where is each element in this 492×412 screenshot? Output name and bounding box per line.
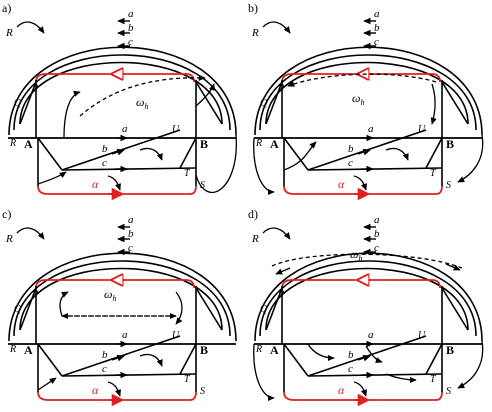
label-alpha: α (338, 177, 345, 191)
label-R-node: R (9, 138, 16, 149)
label-P: P (31, 83, 38, 94)
label-c-line: c (348, 363, 353, 375)
label-R-node: R (255, 344, 262, 355)
label-a-line: a (368, 329, 374, 341)
label-a-arc: a (128, 8, 134, 20)
label-b-line: b (102, 143, 108, 155)
label-T: T (430, 168, 437, 179)
panel-label: a) (2, 1, 11, 15)
label-alpha: α (92, 177, 99, 191)
label-P: P (277, 83, 284, 94)
label-omega-h: ωh (136, 95, 148, 111)
label-R-node: R (9, 344, 16, 355)
label-a-line: a (122, 123, 128, 135)
label-Q: Q (260, 304, 268, 315)
label-R: R (5, 27, 13, 39)
panel-label: b) (248, 1, 258, 15)
label-b-arc: b (128, 22, 134, 34)
label-omega-h: ωh (104, 287, 116, 303)
label-c-arc: c (374, 242, 379, 254)
label-a-line: a (122, 329, 128, 341)
label-U: U (172, 330, 180, 341)
label-b-line: b (348, 349, 354, 361)
label-R: R (251, 233, 259, 245)
label-Q: Q (14, 98, 22, 109)
label-omega-h: ωh (350, 247, 362, 263)
label-U: U (418, 330, 426, 341)
label-P: P (31, 289, 38, 300)
label-a-arc: a (128, 214, 134, 226)
label-S: S (446, 386, 451, 397)
label-omega-h: ωh (352, 91, 364, 107)
label-A: A (24, 137, 33, 151)
label-b-arc: b (128, 228, 134, 240)
label-R: R (251, 27, 259, 39)
label-U: U (418, 124, 426, 135)
label-B: B (446, 343, 454, 357)
label-S: S (446, 180, 451, 191)
label-b-arc: b (374, 228, 380, 240)
panel-label: c) (2, 207, 11, 221)
label-R-node: R (255, 138, 262, 149)
label-alpha: α (92, 383, 99, 397)
label-U: U (172, 124, 180, 135)
panel-d: d) (248, 207, 484, 402)
label-A: A (24, 343, 33, 357)
label-S: S (200, 180, 205, 191)
label-a-line: a (368, 123, 374, 135)
label-c-line: c (102, 157, 107, 169)
label-T: T (430, 374, 437, 385)
label-c-line: c (102, 363, 107, 375)
panel-b: b) (248, 1, 484, 196)
label-Q: Q (14, 304, 22, 315)
label-a-arc: a (374, 8, 380, 20)
panel-a: a) (2, 1, 236, 194)
label-c-arc: c (128, 36, 133, 48)
label-a-arc: a (374, 214, 380, 226)
label-alpha: α (338, 383, 345, 397)
panel-label: d) (248, 207, 258, 221)
label-b-arc: b (374, 22, 380, 34)
label-c-arc: c (374, 36, 379, 48)
panel-c: c) (2, 207, 236, 400)
label-Q: Q (260, 98, 268, 109)
label-T: T (184, 374, 191, 385)
label-A: A (270, 343, 279, 357)
label-b-line: b (348, 143, 354, 155)
label-c-line: c (348, 157, 353, 169)
label-P: P (277, 289, 284, 300)
label-b-line: b (102, 349, 108, 361)
label-B: B (446, 137, 454, 151)
label-S: S (200, 386, 205, 397)
label-T: T (184, 168, 191, 179)
label-A: A (270, 137, 279, 151)
label-B: B (200, 343, 208, 357)
label-c-arc: c (128, 242, 133, 254)
label-R: R (5, 233, 13, 245)
label-B: B (200, 137, 208, 151)
